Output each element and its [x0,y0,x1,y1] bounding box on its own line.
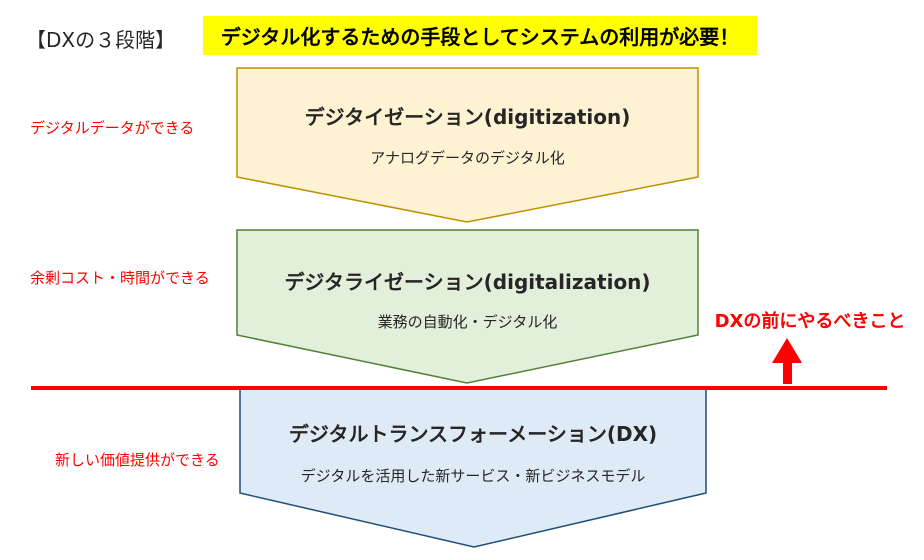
stage-title-digitization: デジタイゼーション(digitization) [304,105,631,129]
banner-highlight: デジタル化するための手段としてシステムの利用が必要！ [203,16,757,55]
stage-title-dx: デジタルトランスフォーメーション(DX) [288,422,658,446]
stage-subtitle-digitization: アナログデータのデジタル化 [370,149,565,167]
annotation-before-dx: DXの前にやるべきこと [714,311,906,332]
chevron-digitization-shape [236,67,699,223]
side-label-dx: 新しい価値提供ができる [55,451,220,469]
dx-threshold-line [31,386,887,390]
stage-subtitle-dx: デジタルを活用した新サービス・新ビジネスモデル [300,467,646,485]
up-arrow-stem [783,360,792,384]
page-title: 【DXの３段階】 [26,28,176,52]
up-arrow-head [772,338,802,363]
stage-title-digitalization: デジタライゼーション(digitalization) [284,270,651,294]
chevron-digitalization-shape [236,229,699,384]
stage-subtitle-digitalization: 業務の自動化・デジタル化 [377,313,558,331]
side-label-digitalization: 余剰コスト・時間ができる [30,269,210,287]
side-label-digitization: デジタルデータができる [30,119,195,137]
